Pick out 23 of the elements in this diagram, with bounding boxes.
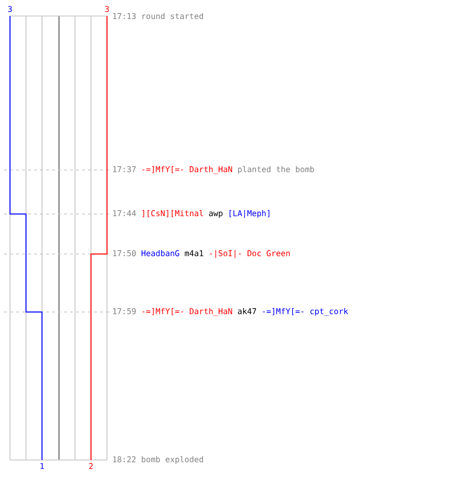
- player-name: -=]MfY[=- Darth_HaN: [142, 166, 232, 174]
- weapon-name: ak47: [238, 308, 256, 314]
- timestamp: 17:37: [113, 166, 136, 172]
- player-name: -=]MfY[=- cpt_cork: [262, 308, 348, 316]
- player-name: [LA|Meph]: [230, 210, 270, 218]
- player-count: 3: [105, 6, 109, 12]
- event-text: planted the bomb: [238, 166, 314, 174]
- player-name: ][CsN][Mitnal: [142, 210, 203, 218]
- player-count: 3: [8, 6, 12, 12]
- timestamp: 17:44: [113, 210, 136, 216]
- event-text: round started: [142, 12, 203, 20]
- player-name: -|SoI|- Doc Green: [210, 250, 290, 258]
- timestamp: 18:22: [113, 456, 136, 462]
- player-count: 1: [40, 463, 44, 469]
- player-name: HeadbanG: [142, 250, 180, 256]
- player-name: -=]MfY[=- Darth_HaN: [142, 308, 232, 316]
- event-text: bomb exploded: [142, 456, 203, 464]
- player-count: 2: [89, 463, 93, 469]
- timestamp: 17:59: [113, 308, 136, 314]
- timestamp: 17:13: [113, 13, 136, 20]
- timestamp: 17:50: [113, 250, 136, 256]
- weapon-name: awp: [209, 212, 222, 218]
- weapon-name: m4a1: [184, 250, 204, 256]
